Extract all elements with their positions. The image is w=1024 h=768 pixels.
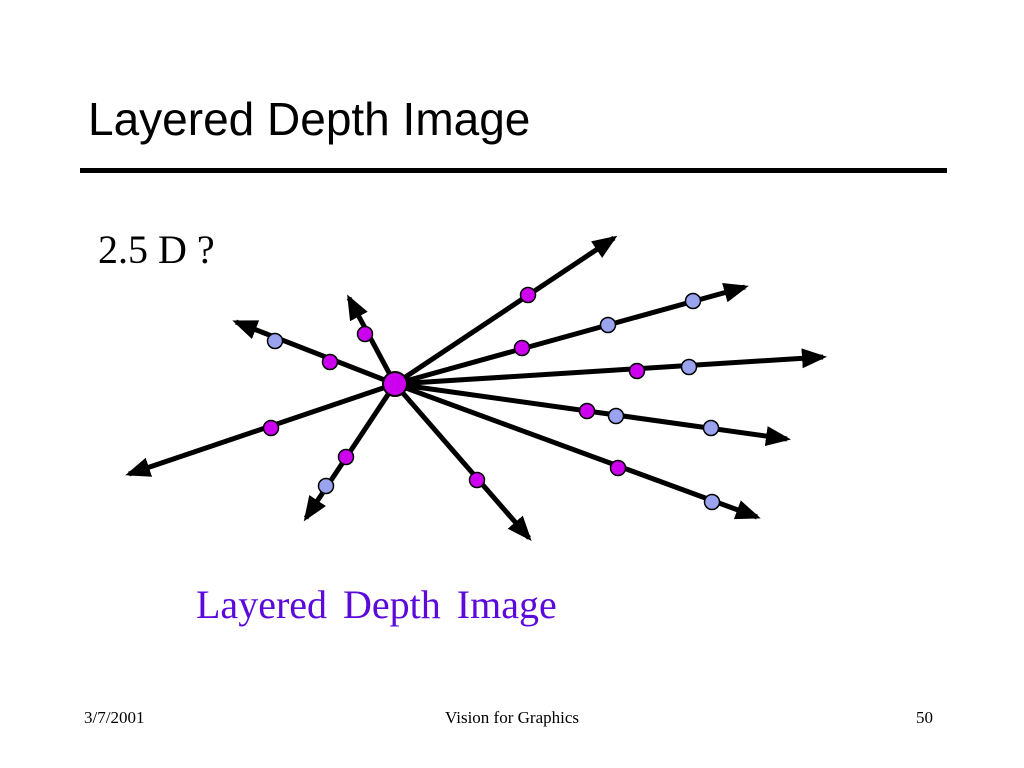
ray-right-sample-1-front — [628, 362, 646, 380]
ray-up-sample-1-front — [356, 325, 374, 343]
ray-up — [346, 294, 398, 386]
ray-left-sample-1-front — [262, 419, 280, 437]
ray-upper-left — [232, 319, 396, 387]
subheading: 2.5 D ? — [98, 227, 215, 272]
ray-down-right — [393, 382, 532, 542]
sample-group — [262, 286, 721, 511]
diagram-caption: Layered Depth Image — [196, 582, 557, 627]
ray-right — [394, 348, 827, 387]
ray-right-upper-sample-1-front — [513, 339, 531, 357]
ray-upper-left-sample-1-front — [321, 353, 339, 371]
ray-right-lower-sample-3-back — [702, 419, 720, 437]
ray-group — [125, 235, 827, 542]
ray-right-upper-sample-2-back — [599, 316, 617, 334]
center-group — [382, 371, 408, 397]
ray-down-sample-1-front — [337, 448, 355, 466]
ray-left — [125, 381, 396, 477]
ray-lower-right — [394, 381, 761, 520]
ray-down-sample-2-back — [317, 477, 335, 495]
footer-page-number: 50 — [916, 708, 933, 727]
ray-down-right-sample-1-front — [468, 471, 486, 489]
ray-upper-left-sample-2-back — [266, 332, 284, 350]
ray-right-sample-2-back — [680, 358, 698, 376]
ray-up-right — [393, 235, 618, 387]
ray-right-upper-sample-3-back — [684, 292, 702, 310]
ray-right-lower-sample-2-back — [607, 407, 625, 425]
ray-up-right-sample-1-front — [519, 286, 537, 304]
ray-lower-right-sample-1-front — [609, 459, 627, 477]
title-divider — [80, 168, 947, 173]
footer-date: 3/7/2001 — [84, 708, 145, 727]
center-viewpoint — [382, 371, 408, 397]
slide-title: Layered Depth Image — [88, 93, 531, 145]
ray-lower-right-sample-2-back — [703, 493, 721, 511]
footer-course: Vision for Graphics — [444, 708, 579, 727]
ray-right-lower-sample-1-front — [578, 402, 596, 420]
